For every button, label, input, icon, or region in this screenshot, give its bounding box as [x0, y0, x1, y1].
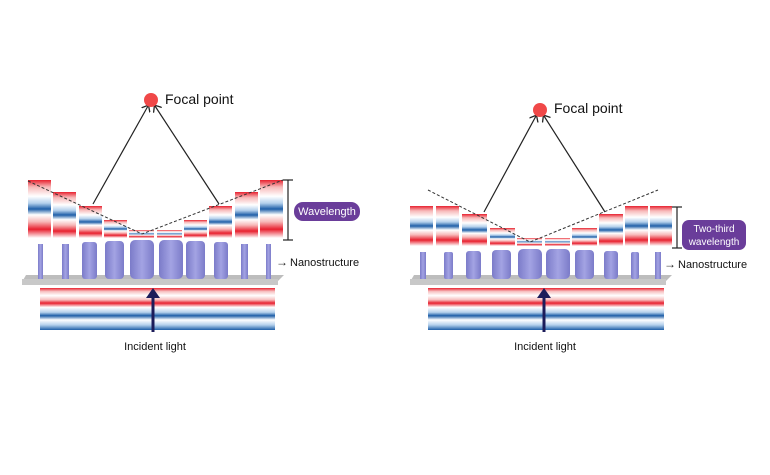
focal-point-label: Focal point	[165, 91, 234, 107]
wavefront-dashed-line	[427, 189, 659, 243]
nanostructure-pillars	[38, 240, 271, 279]
pillar	[466, 251, 481, 279]
nanostructure-label: Nanostructure	[678, 259, 747, 271]
pillar	[546, 249, 570, 279]
ray-left	[483, 116, 536, 213]
incident-arrow-head	[537, 288, 551, 298]
wave-column	[79, 206, 102, 238]
pillar	[492, 250, 511, 279]
pillar	[604, 251, 618, 279]
pillar	[266, 244, 271, 279]
left-panel: Focal point Wavelength → Nanostructure I…	[22, 91, 360, 353]
wave-column	[104, 220, 127, 238]
wave-column	[209, 206, 232, 238]
pillar	[444, 252, 453, 279]
wavelength-badge	[682, 220, 746, 250]
pillar	[214, 242, 228, 279]
nanostructure-label: Nanostructure	[290, 257, 359, 269]
wavefront-stacks	[28, 180, 283, 238]
pillar	[631, 252, 639, 279]
wavelength-bracket	[283, 179, 293, 241]
wave-column	[599, 214, 623, 246]
right-panel: Focal point Two-third wavelength → Nanos…	[410, 100, 747, 353]
nanostructure-arrow: →	[664, 257, 676, 271]
pillar	[241, 244, 248, 279]
pillar	[105, 241, 124, 279]
focal-point-dot	[533, 103, 547, 117]
pillar	[38, 244, 43, 279]
wavefront-stacks	[410, 206, 672, 246]
wavefront-dashed-line	[27, 179, 284, 235]
pillar	[575, 250, 594, 279]
wave-column	[436, 206, 459, 246]
wave-column	[28, 180, 51, 238]
substrate-front	[410, 279, 666, 285]
wavelength-badge-line2: wavelength	[688, 237, 740, 248]
wave-column	[490, 228, 515, 246]
wavelength-badge-line1: Two-third	[693, 224, 734, 235]
pillar	[130, 240, 154, 279]
wave-column	[260, 180, 283, 238]
wave-column	[235, 192, 258, 238]
pillar	[159, 240, 183, 279]
wavelength-badge	[294, 202, 360, 221]
wave-column	[53, 192, 76, 238]
wave-column	[545, 238, 570, 246]
wave-column	[650, 206, 672, 246]
pillar	[186, 241, 205, 279]
incident-light-label: Incident light	[514, 341, 576, 353]
nanostructure-arrow: →	[276, 255, 288, 269]
pillar	[62, 244, 69, 279]
incident-light-waves	[40, 288, 275, 330]
wave-column	[184, 220, 207, 238]
pillar	[82, 242, 97, 279]
pillar	[518, 249, 542, 279]
incident-arrow-head	[146, 288, 160, 298]
wave-column	[462, 214, 487, 246]
wave-column	[517, 238, 542, 246]
substrate-front	[22, 279, 278, 285]
wave-column	[410, 206, 433, 246]
wavelength-bracket	[672, 206, 682, 249]
nanostructure-pillars	[420, 249, 661, 279]
focal-point-dot	[144, 93, 158, 107]
pillar	[420, 252, 426, 279]
ray-left	[92, 106, 148, 205]
ray-right	[544, 116, 606, 213]
wavelength-badge-text: Wavelength	[298, 206, 356, 218]
focal-point-label: Focal point	[554, 100, 623, 116]
pillar	[655, 252, 661, 279]
ray-right	[155, 106, 220, 205]
wave-column	[625, 206, 648, 246]
wave-column	[572, 228, 597, 246]
wave-column	[157, 230, 182, 238]
incident-light-label: Incident light	[124, 341, 186, 353]
